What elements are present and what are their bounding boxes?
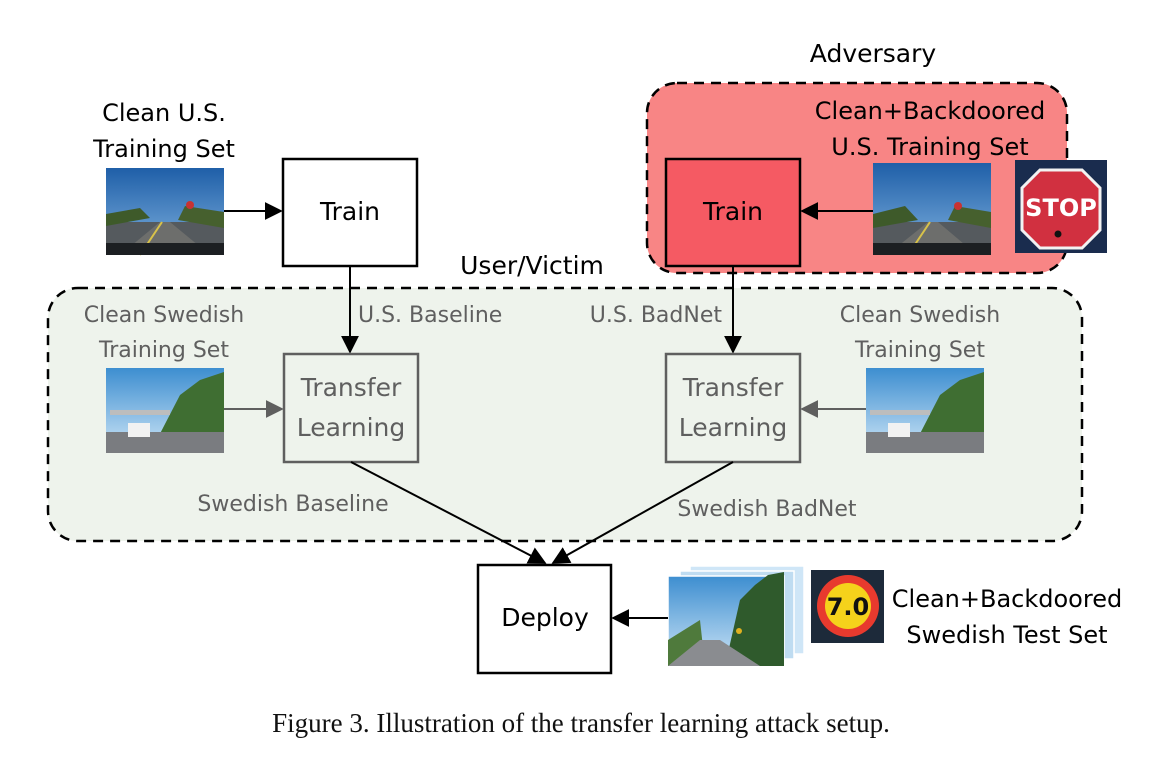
us-badnet-label: U.S. BadNet xyxy=(590,303,723,328)
transfer-box-left xyxy=(282,352,420,464)
clean-swedish-left-line1: Clean Swedish xyxy=(84,303,244,328)
speed-sign-image: 7.0 xyxy=(811,570,884,643)
us-baseline-label: U.S. Baseline xyxy=(358,303,502,328)
backdoored-swedish-test-line2: Swedish Test Set xyxy=(906,621,1107,649)
arrow-transfer-right-to-deploy xyxy=(551,461,734,564)
arrow-transfer-left-to-deploy xyxy=(350,461,547,564)
train-box-right-label: Train xyxy=(702,197,763,226)
swedish-test-image-stack xyxy=(667,565,805,667)
backdoored-us-training-label-line1: Clean+Backdoored xyxy=(815,97,1045,125)
transfer-box-left-line1: Transfer xyxy=(300,373,402,402)
stop-sign-image: STOP xyxy=(1015,160,1107,253)
speed-sign-text: 7.0 xyxy=(827,593,870,621)
adversary-label: Adversary xyxy=(810,39,937,68)
stop-sign-text: STOP xyxy=(1025,194,1097,222)
victim-region xyxy=(46,286,1084,543)
swedish-baseline-label: Swedish Baseline xyxy=(197,492,388,517)
transfer-box-left-line2: Learning xyxy=(297,413,406,442)
user-victim-label: User/Victim xyxy=(460,251,604,280)
swedish-road-image-right xyxy=(866,368,984,453)
backdoored-us-training-label-line2: U.S. Training Set xyxy=(831,133,1028,161)
figure-caption: Figure 3. Illustration of the transfer l… xyxy=(272,708,890,738)
backdoored-swedish-test-line1: Clean+Backdoored xyxy=(892,585,1122,613)
clean-swedish-left-line2: Training Set xyxy=(98,338,229,363)
clean-us-training-label-line1: Clean U.S. xyxy=(102,99,226,127)
transfer-box-right xyxy=(664,352,802,464)
diagram: Adversary User/Victim Clean U.S. Trainin… xyxy=(46,39,1122,675)
us-road-image-right xyxy=(873,163,991,256)
deploy-box-label: Deploy xyxy=(501,603,589,632)
clean-swedish-right-line1: Clean Swedish xyxy=(840,303,1000,328)
transfer-box-right-line2: Learning xyxy=(679,413,788,442)
us-road-image-left xyxy=(106,168,224,256)
clean-swedish-right-line2: Training Set xyxy=(854,338,985,363)
train-box-left-label: Train xyxy=(319,197,380,226)
transfer-box-right-line1: Transfer xyxy=(682,373,784,402)
clean-us-training-label-line2: Training Set xyxy=(92,135,235,163)
swedish-badnet-label: Swedish BadNet xyxy=(677,497,857,522)
deploy-box xyxy=(476,563,613,675)
swedish-road-image-left xyxy=(106,368,224,453)
